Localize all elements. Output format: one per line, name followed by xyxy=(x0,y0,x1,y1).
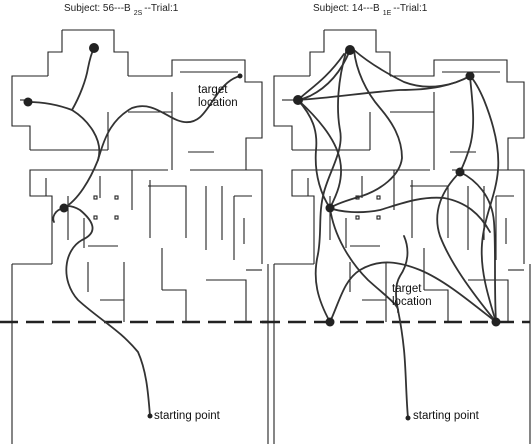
target-label-line1: target xyxy=(198,84,228,96)
target-label-line1: target xyxy=(392,283,422,295)
waypoint-marker xyxy=(465,71,475,81)
waypoint-marker xyxy=(293,95,303,105)
title-main: Subject: 56---B xyxy=(64,3,131,14)
waypoint-marker xyxy=(89,43,99,53)
target-location-label-left: target location xyxy=(198,84,238,110)
target-label-line2: location xyxy=(392,296,432,308)
title-sub: 2S xyxy=(133,10,143,17)
waypoint-marker xyxy=(237,73,243,79)
target-label-line2: location xyxy=(198,97,238,109)
title-main: Subject: 14---B xyxy=(313,3,380,14)
title-end: --Trial:1 xyxy=(144,3,179,14)
waypoint-marker xyxy=(325,317,335,327)
start-marker xyxy=(405,415,411,421)
trajectory-right-markers xyxy=(293,45,501,421)
waypoint-marker xyxy=(345,45,355,55)
waypoint-marker xyxy=(23,97,33,107)
title-end: --Trial:1 xyxy=(393,3,428,14)
waypoint-marker xyxy=(325,203,335,213)
waypoint-marker xyxy=(455,167,465,177)
waypoint-marker xyxy=(59,203,69,213)
target-location-label-right: target location xyxy=(392,283,432,309)
title-sub: 1E xyxy=(382,10,392,17)
starting-point-label-right: starting point xyxy=(413,410,479,422)
starting-point-label-left: starting point xyxy=(154,410,220,422)
waypoint-marker xyxy=(491,317,501,327)
start-marker xyxy=(147,413,153,419)
maze-right xyxy=(260,28,532,444)
trajectory-left-markers xyxy=(23,43,243,419)
